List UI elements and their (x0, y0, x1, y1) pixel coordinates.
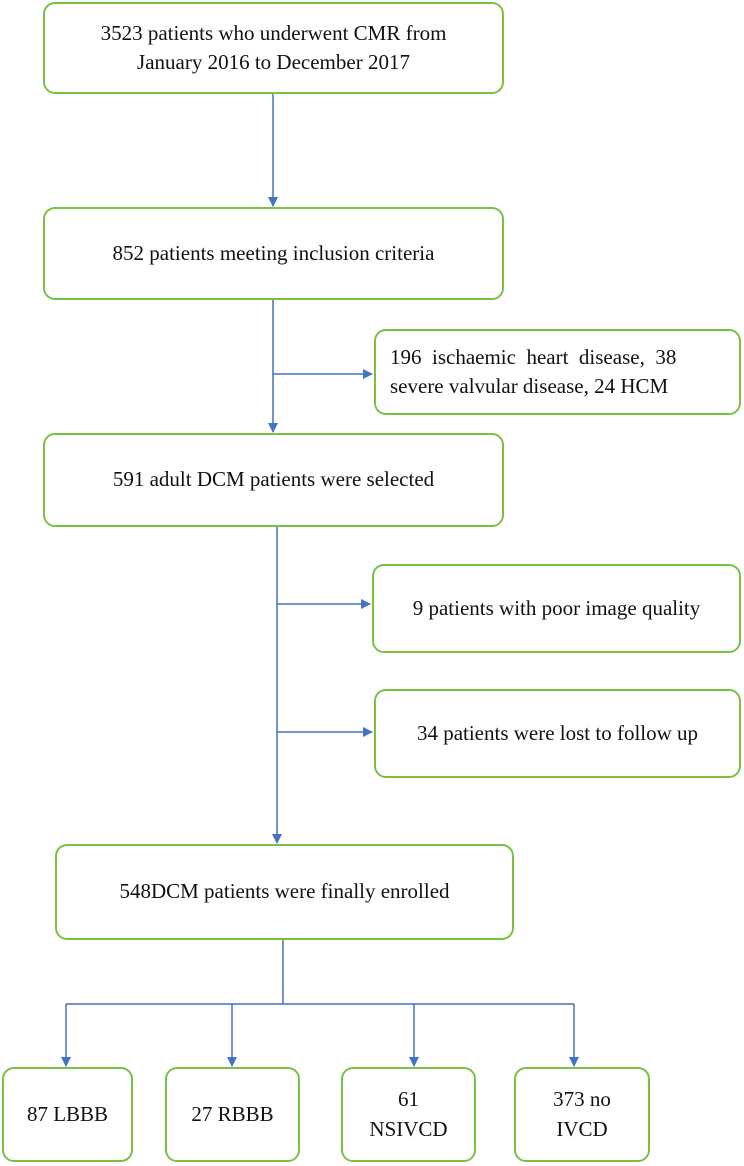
box-poor-image-text: 9 patients with poor image quality (412, 595, 701, 620)
box-enrolled-text: 548DCM patients were finally enrolled (119, 879, 450, 904)
box-selected-text: 591 adult DCM patients were selected (112, 467, 435, 492)
box-lost-follow-up-text: 34 patients were lost to follow up (416, 720, 699, 745)
box-lbbb: 87 LBBB (2, 1067, 133, 1162)
box-screened-line2: January 2016 to December 2017 (137, 50, 410, 74)
box-screened-patients: 3523 patients who underwent CMR from Jan… (43, 2, 504, 94)
box-excluded-disease: 196 ischaemic heart disease, 38 severe v… (374, 329, 741, 415)
box-rbbb-text: 27 RBBB (191, 1101, 274, 1126)
box-no-ivcd-line1: 373 no (553, 1087, 611, 1112)
box-inclusion-criteria: 852 patients meeting inclusion criteria (43, 207, 504, 300)
box-selected-dcm: 591 adult DCM patients were selected (43, 433, 504, 527)
box-poor-image-quality: 9 patients with poor image quality (372, 564, 741, 653)
box-enrolled-dcm: 548DCM patients were finally enrolled (55, 844, 514, 940)
box-inclusion-text: 852 patients meeting inclusion criteria (112, 240, 435, 265)
box-nsivcd-line2: NSIVCD (369, 1116, 448, 1141)
box-lost-follow-up: 34 patients were lost to follow up (374, 689, 741, 778)
box-excluded-disease-line2: severe valvular disease, 24 HCM (390, 374, 669, 398)
box-lbbb-text: 87 LBBB (26, 1101, 109, 1126)
box-no-ivcd: 373 no IVCD (514, 1067, 650, 1162)
box-rbbb: 27 RBBB (165, 1067, 300, 1162)
box-excluded-disease-line1: 196 ischaemic heart disease, 38 (390, 344, 677, 369)
box-no-ivcd-line2: IVCD (556, 1116, 608, 1141)
box-nsivcd: 61 NSIVCD (341, 1067, 476, 1162)
box-nsivcd-line1: 61 (398, 1087, 419, 1112)
box-screened-line1: 3523 patients who underwent CMR from (100, 20, 447, 45)
